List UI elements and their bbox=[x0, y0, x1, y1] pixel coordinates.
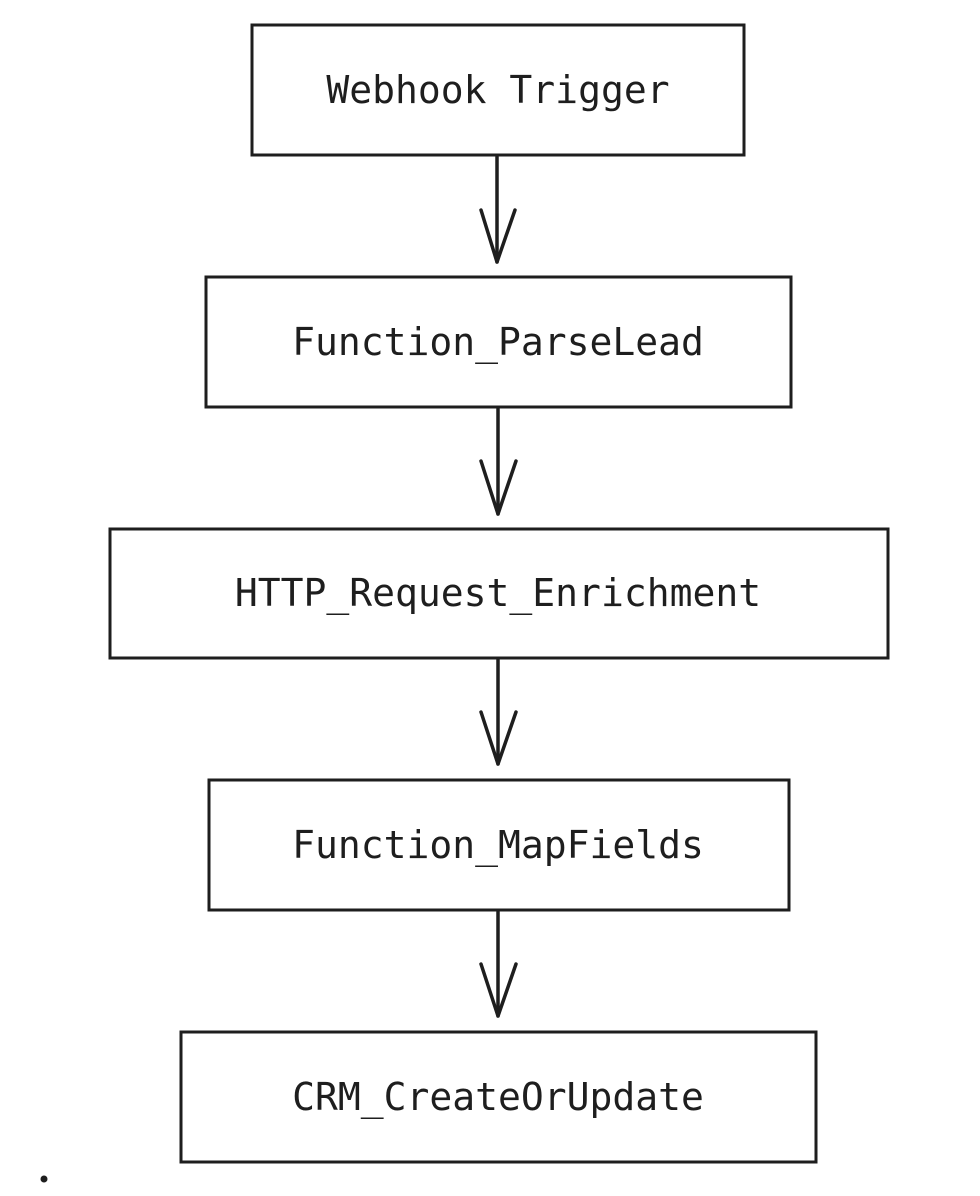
node-box bbox=[204, 275, 793, 409]
node-label: CRM_CreateOrUpdate bbox=[292, 1075, 704, 1120]
node-crm-createorupdate[interactable]: CRM_CreateOrUpdate bbox=[179, 1030, 818, 1164]
arrow-head-icon bbox=[479, 208, 517, 264]
node-box bbox=[207, 778, 791, 912]
arrow-head-icon bbox=[479, 962, 518, 1018]
node-box bbox=[250, 23, 746, 157]
connector-arrow bbox=[479, 658, 518, 766]
node-box bbox=[179, 1030, 818, 1164]
node-label: Function_MapFields bbox=[292, 823, 704, 868]
node-http-request-enrichment[interactable]: HTTP_Request_Enrichment bbox=[108, 527, 890, 660]
node-webhook-trigger[interactable]: Webhook Trigger bbox=[250, 23, 746, 157]
node-label: HTTP_Request_Enrichment bbox=[235, 571, 761, 616]
node-label: Function_ParseLead bbox=[292, 320, 704, 365]
connector-arrow bbox=[479, 910, 518, 1018]
node-function-mapfields[interactable]: Function_MapFields bbox=[207, 778, 791, 912]
connector-arrow bbox=[479, 407, 518, 516]
node-label: Webhook Trigger bbox=[326, 68, 669, 112]
bullet-dot-icon bbox=[40, 1175, 48, 1183]
arrow-head-icon bbox=[479, 710, 518, 766]
arrow-head-icon bbox=[479, 459, 518, 516]
node-box bbox=[108, 527, 890, 660]
node-function-parselead[interactable]: Function_ParseLead bbox=[204, 275, 793, 409]
connector-arrow bbox=[479, 155, 517, 264]
